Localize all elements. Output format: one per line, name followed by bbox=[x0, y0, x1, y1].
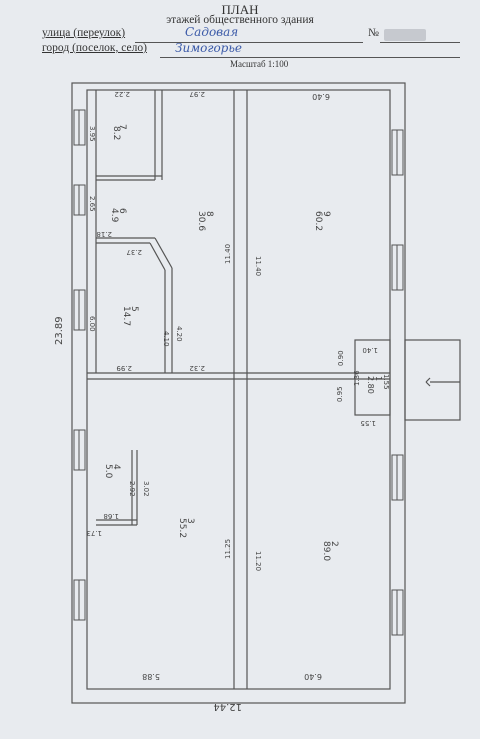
dim-corridor-2-32: 2.32 bbox=[189, 364, 205, 372]
dim-room6-2-18: 2.18 bbox=[96, 230, 112, 238]
street-underline bbox=[135, 42, 363, 43]
dim-bottom-left: 5.88 bbox=[142, 672, 160, 681]
room-6-area: 4.9 bbox=[109, 208, 119, 223]
dim-entry-0-90: 0.90 bbox=[337, 350, 345, 366]
dim-wall-11-40: 11.40 bbox=[224, 244, 232, 264]
dim-room4-1-73: 1.73 bbox=[86, 529, 102, 537]
dim-top-right: 6.40 bbox=[312, 92, 330, 101]
room-4-number: 4 bbox=[111, 464, 121, 470]
dim-top-left: 2.22 bbox=[114, 90, 130, 98]
dim-entry-1-36: 1.36 bbox=[353, 370, 361, 386]
room-7-area: 8.2 bbox=[111, 126, 121, 140]
dim-wall-11-25: 11.25 bbox=[224, 539, 232, 559]
room-7-number: 7 bbox=[117, 124, 127, 130]
dim-building-length: 23.89 bbox=[54, 316, 65, 345]
dim-entry-1-55: 1.55 bbox=[382, 374, 390, 390]
city-underline bbox=[160, 57, 460, 58]
street-value: Садовая bbox=[185, 25, 239, 39]
dim-room5-4-10: 4.10 bbox=[162, 331, 170, 347]
document-subtitle: этажей общественного здания bbox=[166, 14, 314, 26]
room-2-area: 89.0 bbox=[321, 541, 331, 561]
number-underline bbox=[380, 42, 460, 43]
room-8-number: 8 bbox=[204, 211, 214, 217]
document-title: ПЛАН bbox=[221, 2, 259, 17]
scale-label: Масштаб 1:100 bbox=[230, 59, 289, 69]
city-label: город (поселок, село) bbox=[42, 42, 147, 54]
dim-room4-1-68: 1.68 bbox=[103, 512, 119, 520]
room-3-number: 3 bbox=[185, 518, 195, 524]
dim-entry-0-95: 0.95 bbox=[336, 386, 344, 402]
dim-left-mid-a: 2.65 bbox=[88, 196, 96, 212]
dim-left-upper: 3.95 bbox=[88, 126, 96, 142]
number-label: № bbox=[368, 27, 379, 39]
room-5-number: 5 bbox=[129, 306, 139, 312]
room-4-area: 5.0 bbox=[103, 464, 113, 479]
room-2-number: 2 bbox=[329, 541, 339, 547]
dim-room6-2-37: 2.37 bbox=[126, 248, 142, 256]
dim-room4-2-92: 2.92 bbox=[128, 481, 136, 497]
room-8-area: 30.6 bbox=[196, 211, 206, 231]
dim-wall-11-40b: 11.40 bbox=[254, 256, 262, 276]
room-3-area: 55.2 bbox=[177, 518, 187, 538]
dim-corridor-2-99: 2.99 bbox=[116, 364, 132, 372]
room-9-area: 60.2 bbox=[313, 211, 323, 231]
room-1-area: 2.80 bbox=[366, 376, 375, 394]
dim-left-mid-b: 6.00 bbox=[88, 316, 96, 332]
redacted-number bbox=[384, 29, 426, 41]
dim-building-width: 12.44 bbox=[213, 701, 242, 712]
dim-top-mid: 2.97 bbox=[189, 90, 205, 98]
street-label: улица (переулок) bbox=[42, 27, 126, 39]
city-value: Зимогорье bbox=[175, 41, 242, 55]
room-9-number: 9 bbox=[321, 211, 331, 217]
dim-room5-4-20: 4.20 bbox=[175, 326, 183, 342]
room-1-number: 1 bbox=[374, 376, 383, 381]
room-6-number: 6 bbox=[117, 208, 127, 214]
dim-entry-1-55b: 1.55 bbox=[360, 419, 376, 427]
room-5-area: 14.7 bbox=[121, 306, 131, 326]
dim-entry-1-40: 1.40 bbox=[362, 346, 378, 354]
dim-wall-11-20: 11.20 bbox=[254, 551, 262, 571]
dim-bottom-right: 6.40 bbox=[304, 672, 322, 681]
dim-room4-3-02: 3.02 bbox=[142, 481, 150, 497]
